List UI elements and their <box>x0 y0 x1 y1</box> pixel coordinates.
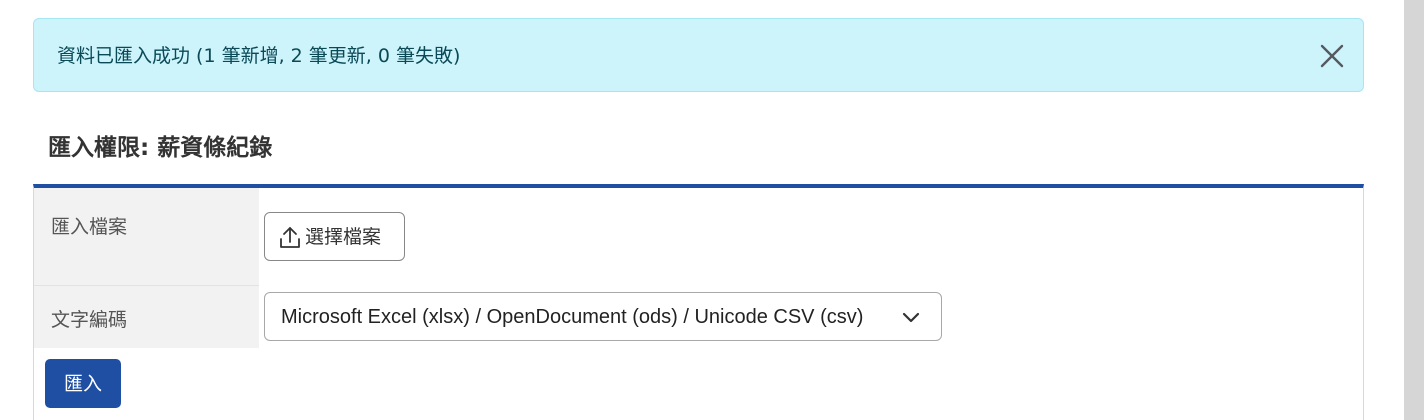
close-icon[interactable] <box>1317 41 1347 71</box>
chevron-down-icon <box>902 310 920 324</box>
choose-file-button[interactable]: 選擇檔案 <box>264 212 405 261</box>
alert-message: 資料已匯入成功 (1 筆新增, 2 筆更新, 0 筆失敗) <box>57 45 461 67</box>
choose-file-button-label: 選擇檔案 <box>305 226 382 248</box>
encoding-row-label: 文字編碼 <box>34 285 259 348</box>
file-row-label: 匯入檔案 <box>34 188 259 285</box>
window-edge <box>1404 0 1424 420</box>
upload-icon <box>279 225 301 249</box>
import-form: 匯入檔案 文字編碼 選擇檔案 Microsoft Excel (xlsx) / … <box>33 184 1364 420</box>
encoding-select[interactable]: Microsoft Excel (xlsx) / OpenDocument (o… <box>264 292 942 341</box>
import-submit-button[interactable]: 匯入 <box>45 359 121 408</box>
page-title: 匯入權限: 薪資條紀錄 <box>48 135 273 161</box>
success-alert: 資料已匯入成功 (1 筆新增, 2 筆更新, 0 筆失敗) <box>33 18 1364 92</box>
encoding-select-value: Microsoft Excel (xlsx) / OpenDocument (o… <box>281 306 864 328</box>
